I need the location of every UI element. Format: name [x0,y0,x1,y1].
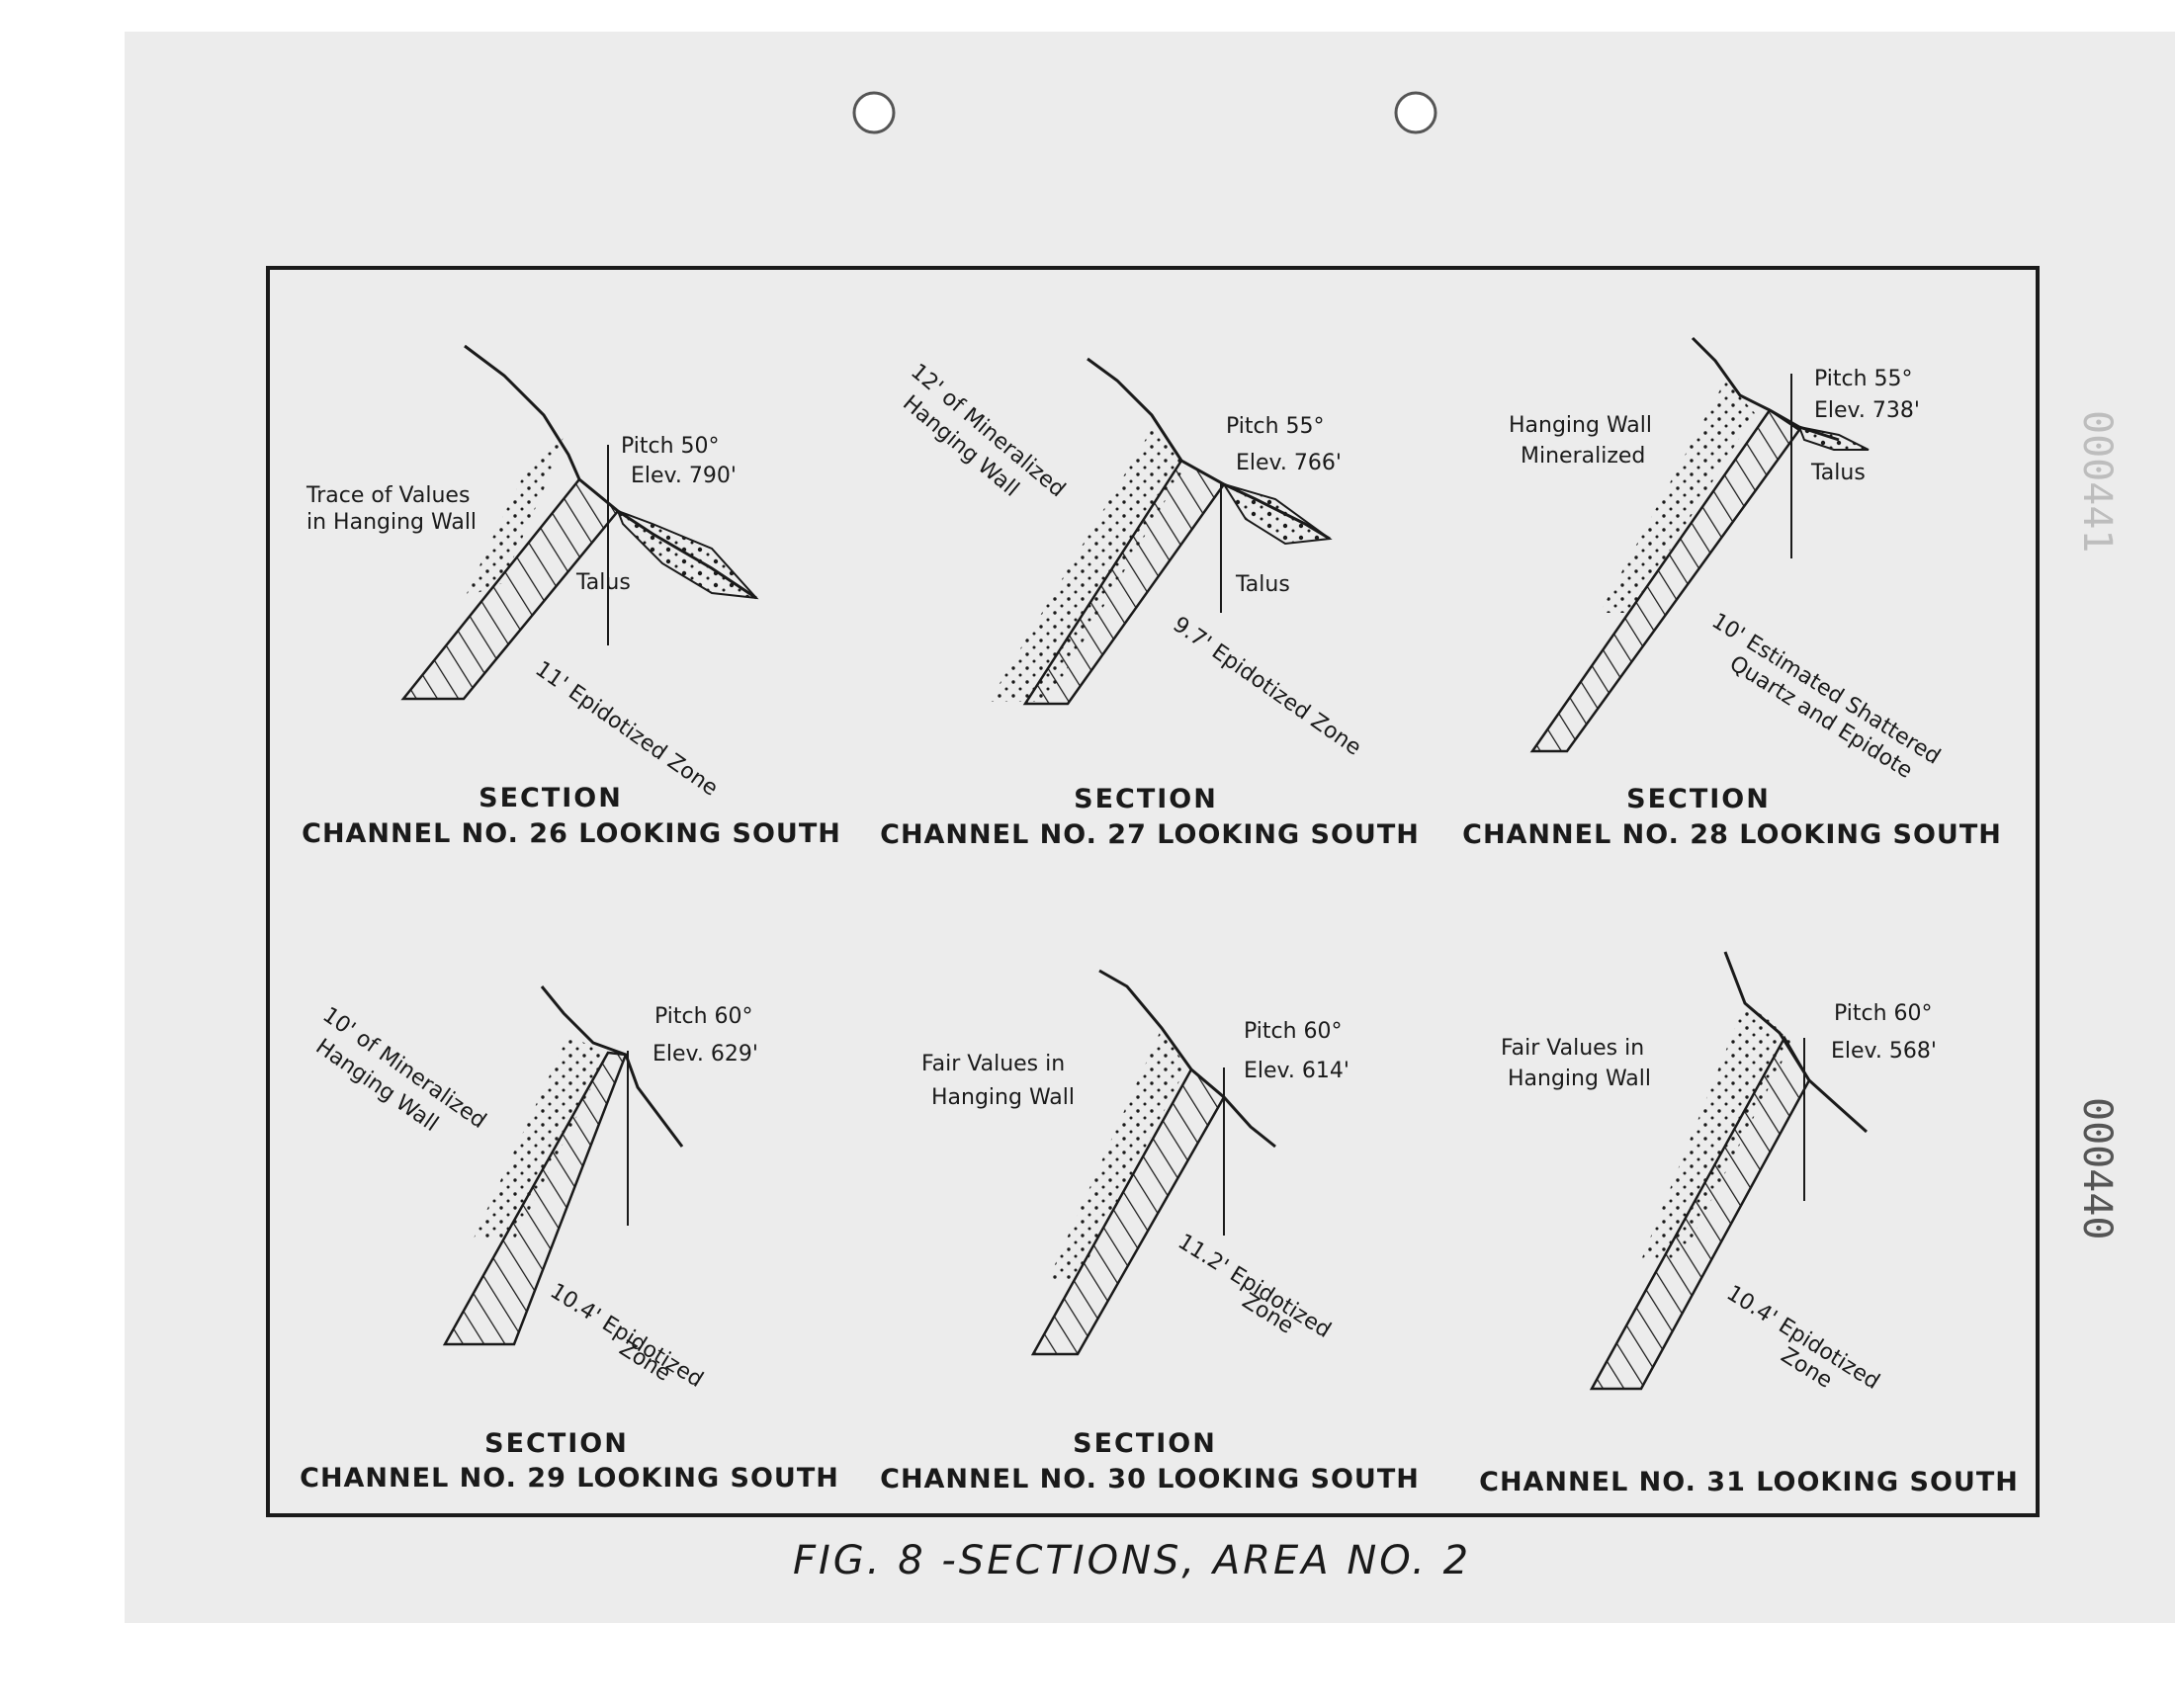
pitch-label: Pitch 50° [621,434,720,459]
hanging-wall-dots [989,429,1186,702]
elevation-label: Elev. 568' [1831,1039,1937,1064]
wall-note-label-line2: Hanging Wall [931,1085,1075,1110]
wall-note-label-line2: Mineralized [1521,444,1645,469]
hanging-wall-dots [1048,1028,1186,1280]
drawing-frame [266,266,2040,1517]
elevation-label: Elev. 738' [1814,398,1920,423]
section-heading: SECTION [478,783,623,813]
hanging-wall-dots [473,1035,608,1240]
wall-note-label: Hanging Wall [1509,413,1652,438]
section-heading: SECTION [1073,1428,1217,1459]
pitch-label: Pitch 60° [1834,1001,1933,1026]
elevation-label: Elev. 614' [1244,1059,1349,1083]
elevation-label: Elev. 766' [1236,451,1342,475]
section-heading: SECTION [484,1428,629,1459]
talus-label: Talus [575,570,631,595]
binder-hole-left [852,91,896,134]
figure-caption: FIG. 8 -SECTIONS, AREA NO. 2 [793,1538,1471,1583]
talus-label: Talus [1235,572,1290,597]
epidotized-zone-hatch [1529,408,1801,753]
talus-deposit [1221,482,1333,546]
pitch-label: Pitch 55° [1814,367,1913,391]
hanging-wall-dots [1641,1003,1794,1260]
pitch-label: Pitch 55° [1226,414,1325,439]
pitch-label: Pitch 60° [1244,1019,1343,1044]
talus-label: Talus [1810,461,1866,485]
elevation-label: Elev. 629' [652,1042,758,1067]
section-caption: CHANNEL NO. 28 LOOKING SOUTH [1462,819,2002,850]
section-caption: CHANNEL NO. 30 LOOKING SOUTH [880,1464,1420,1494]
wall-note-label-line2: Hanging Wall [1508,1067,1651,1091]
section-caption: CHANNEL NO. 31 LOOKING SOUTH [1479,1467,2019,1497]
ground-surface [1098,969,1276,1149]
section-caption: CHANNEL NO. 26 LOOKING SOUTH [302,818,841,849]
section-heading: SECTION [1074,784,1218,814]
hanging-wall-dots [465,437,564,598]
ground-surface [540,985,684,1148]
section-heading: SECTION [1626,784,1771,814]
binder-hole-right [1394,91,1437,134]
ground-surface [1723,951,1868,1134]
wall-note-label: Fair Values in [1501,1036,1644,1061]
wall-note-label: Fair Values in [921,1052,1065,1076]
paper-sheet [125,32,2175,1623]
archive-stamp-bottom: 000440 [2074,1097,2120,1240]
talus-deposit [616,509,759,600]
talus-deposit [1797,425,1870,451]
section-caption: CHANNEL NO. 27 LOOKING SOUTH [880,819,1420,850]
wall-note-label: Trace of Values [305,483,470,508]
section-caption: CHANNEL NO. 29 LOOKING SOUTH [300,1463,839,1494]
archive-stamp-top: 000441 [2074,410,2120,554]
elevation-label: Elev. 790' [631,464,737,488]
wall-note-label-line2: in Hanging Wall [306,510,477,535]
hanging-wall-dots [1600,381,1755,613]
pitch-label: Pitch 60° [654,1004,753,1029]
